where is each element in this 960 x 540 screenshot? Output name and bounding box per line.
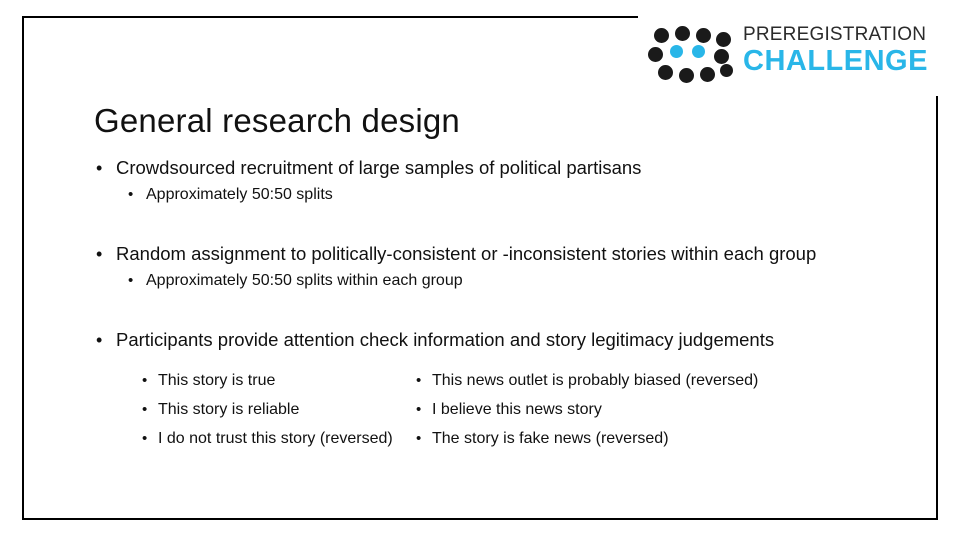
logo-dots-graphic bbox=[648, 26, 740, 86]
logo-wordmark: PREREGISTRATION CHALLENGE bbox=[743, 24, 938, 77]
list-item: The story is fake news (reversed) bbox=[416, 424, 814, 453]
slide-body: Crowdsourced recruitment of large sample… bbox=[94, 156, 918, 453]
logo-dot-9 bbox=[700, 67, 715, 82]
list-item: This story is true bbox=[142, 366, 394, 395]
bullet-level1-3: Participants provide attention check inf… bbox=[94, 328, 918, 352]
logo-dot-2 bbox=[675, 26, 690, 41]
list-item: I believe this news story bbox=[416, 395, 814, 424]
logo-dot-3 bbox=[696, 28, 711, 43]
logo-dot-accent-2 bbox=[692, 45, 705, 58]
bullet-level1-2: Random assignment to politically-consist… bbox=[94, 242, 918, 266]
logo-dot-accent-1 bbox=[670, 45, 683, 58]
bullet-group-3: Participants provide attention check inf… bbox=[94, 328, 918, 453]
list-item: This story is reliable bbox=[142, 395, 394, 424]
bullet-level2-1: Approximately 50:50 splits bbox=[94, 184, 918, 206]
logo-dot-4 bbox=[716, 32, 731, 47]
logo-line-preregistration: PREREGISTRATION bbox=[743, 24, 927, 45]
bullet-group-1: Crowdsourced recruitment of large sample… bbox=[94, 156, 918, 206]
bullet-level1-1: Crowdsourced recruitment of large sample… bbox=[94, 156, 918, 180]
legitimacy-items: This story is true This story is reliabl… bbox=[94, 366, 918, 453]
legitimacy-items-right-column: This news outlet is probably biased (rev… bbox=[394, 366, 814, 453]
bullet-level2-2: Approximately 50:50 splits within each g… bbox=[94, 270, 918, 292]
bullet-group-2: Random assignment to politically-consist… bbox=[94, 242, 918, 292]
logo-line-challenge: CHALLENGE bbox=[743, 45, 928, 77]
legitimacy-items-left-column: This story is true This story is reliabl… bbox=[94, 366, 394, 453]
list-item: This news outlet is probably biased (rev… bbox=[416, 366, 814, 395]
page-title: General research design bbox=[94, 102, 460, 140]
logo-dot-1 bbox=[654, 28, 669, 43]
logo-dot-5 bbox=[648, 47, 663, 62]
slide-canvas: PREREGISTRATION CHALLENGE General resear… bbox=[22, 16, 938, 520]
logo-dot-10 bbox=[720, 64, 733, 77]
logo-dot-6 bbox=[714, 49, 729, 64]
list-item: I do not trust this story (reversed) bbox=[142, 424, 394, 453]
preregistration-challenge-logo: PREREGISTRATION CHALLENGE bbox=[638, 16, 938, 96]
logo-dot-8 bbox=[679, 68, 694, 83]
logo-dot-7 bbox=[658, 65, 673, 80]
